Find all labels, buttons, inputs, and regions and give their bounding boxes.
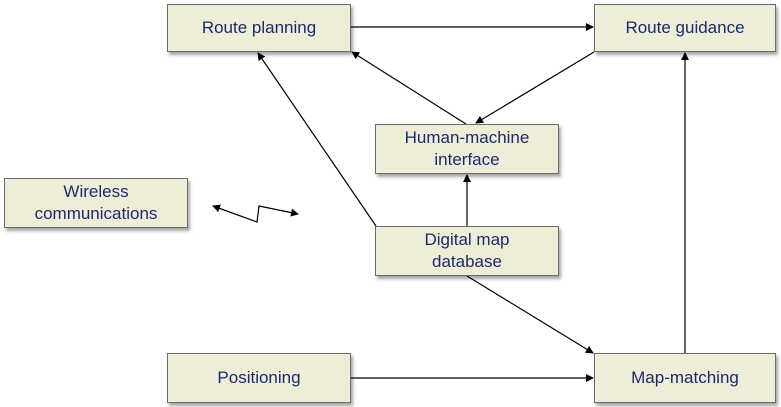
digital-map-database-box: Digital map database xyxy=(375,226,559,276)
map-matching-box: Map-matching xyxy=(594,353,776,403)
human-machine-interface-box: Human-machine interface xyxy=(375,124,559,174)
wireless-label-line1: Wireless xyxy=(63,182,129,201)
hmi-label-line2: interface xyxy=(434,150,500,169)
edge-hmi-to-route-planning xyxy=(351,51,467,125)
route-guidance-box: Route guidance xyxy=(594,4,776,52)
map-matching-label: Map-matching xyxy=(631,368,739,387)
wireless-link-icon xyxy=(212,204,299,223)
route-planning-box: Route planning xyxy=(167,4,351,52)
edge-route-guidance-to-hmi xyxy=(475,51,595,124)
route-planning-label: Route planning xyxy=(201,18,317,37)
digital-map-label-line1: Digital map xyxy=(424,230,510,249)
positioning-box: Positioning xyxy=(167,353,351,403)
wireless-communications-box: Wireless communications xyxy=(4,178,188,228)
digital-map-label-line2: database xyxy=(432,252,502,271)
hmi-label-line1: Human-machine xyxy=(404,128,530,147)
edge-digital-map-to-map-matching xyxy=(466,275,594,354)
edge-digital-map-to-route-planning xyxy=(257,52,377,227)
wireless-label-line2: communications xyxy=(34,204,158,223)
route-guidance-label: Route guidance xyxy=(625,18,745,37)
positioning-label: Positioning xyxy=(217,368,301,387)
